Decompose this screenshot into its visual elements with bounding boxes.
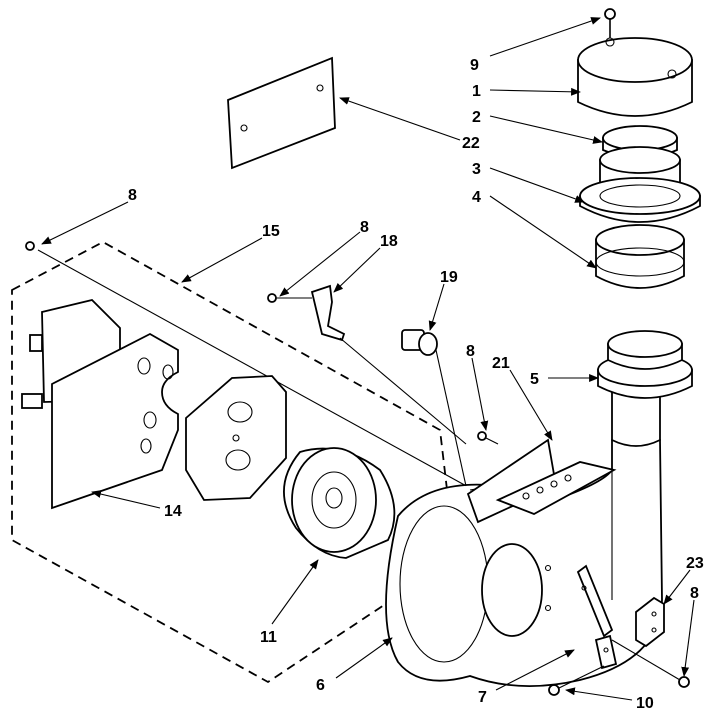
mounting-plate [51, 332, 179, 510]
callout-14: 14 [164, 503, 182, 520]
callout-8-bottom-right: 8 [690, 585, 699, 602]
callout-6: 6 [316, 677, 325, 694]
callout-7: 7 [478, 689, 487, 706]
callout-2: 2 [472, 109, 481, 126]
callout-19: 19 [440, 269, 458, 286]
bottom-screw [548, 665, 605, 696]
motor-bracket [185, 375, 287, 501]
heater-screw [477, 431, 499, 445]
leader-lines [41, 17, 695, 701]
callout-10: 10 [636, 695, 654, 712]
callout-18: 18 [380, 233, 398, 250]
callout-22: 22 [462, 135, 480, 152]
left-screw [25, 241, 35, 251]
cover-plate [227, 56, 336, 170]
callout-8-right: 8 [466, 343, 475, 360]
callout-3: 3 [472, 161, 481, 178]
callout-15: 15 [262, 223, 280, 240]
callout-1: 1 [472, 83, 481, 100]
callout-8-bracket: 8 [360, 219, 369, 236]
outlet-collar [597, 330, 693, 447]
callout-4: 4 [472, 189, 481, 206]
top-cap [577, 37, 693, 117]
callout-9: 9 [470, 57, 479, 74]
bottom-right-screw [611, 639, 690, 688]
heater-element [466, 438, 617, 524]
top-screw [604, 8, 616, 38]
side-clip [635, 596, 665, 648]
lower-bracket [576, 564, 618, 670]
collar [579, 146, 701, 223]
base-ring [595, 224, 685, 289]
callout-5: 5 [530, 371, 539, 388]
thermostat [401, 329, 467, 487]
callout-21: 21 [492, 355, 510, 372]
small-bracket [267, 284, 346, 342]
callout-8-top-left: 8 [128, 187, 137, 204]
callout-11: 11 [260, 629, 277, 646]
callout-23: 23 [686, 555, 704, 572]
blower-wheel [283, 447, 396, 559]
